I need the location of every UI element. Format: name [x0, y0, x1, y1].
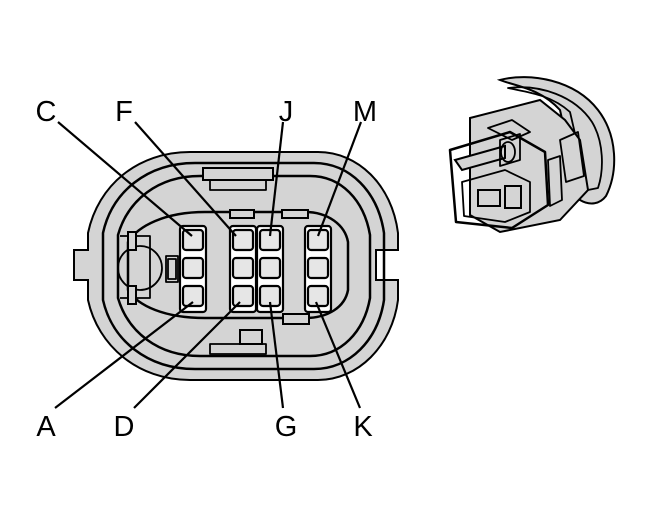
- bottom-tab: [239, 329, 263, 345]
- leader-j: [268, 121, 285, 237]
- front-lock-b: [504, 185, 522, 209]
- connector-face-view: C F J M A D G K: [36, 96, 399, 443]
- polarizing-feature: [117, 231, 179, 305]
- flange-inner: [507, 86, 603, 191]
- terminal-cavity-cell: [306, 284, 330, 308]
- front-lock-a: [477, 189, 501, 207]
- side-rib: [547, 155, 563, 207]
- bottom-key: [282, 313, 310, 325]
- terminal-cavity-cell: [231, 256, 255, 280]
- terminal-cavity-cell: [181, 256, 205, 280]
- connector-perspective-view: [448, 76, 616, 234]
- pin-label-m: M: [353, 96, 377, 128]
- top-key-left: [229, 209, 255, 219]
- inner-ring-2: [116, 174, 372, 358]
- terminal-cavity-cell: [306, 256, 330, 280]
- pin-label-a: A: [36, 411, 56, 443]
- latch-hole: [500, 141, 516, 163]
- leader-m: [316, 121, 363, 237]
- front-slot: [461, 169, 531, 223]
- top-latch-left-inner: [209, 179, 267, 191]
- terminal-cavity-cell: [231, 284, 255, 308]
- front-face: [448, 130, 550, 230]
- leader-k: [314, 301, 362, 409]
- inner-ring: [101, 161, 386, 371]
- terminal-grid: [178, 224, 333, 314]
- leader-g: [268, 301, 285, 409]
- top-key-right: [281, 209, 309, 219]
- leader-d: [133, 301, 241, 409]
- leader-a: [54, 301, 194, 409]
- terminal-cavity-cell: [306, 228, 330, 252]
- top-latch-left: [202, 167, 274, 181]
- leader-f: [134, 121, 237, 237]
- terminal-cavity-cell: [181, 284, 205, 308]
- latch-ridge: [487, 119, 531, 141]
- pin-label-d: D: [114, 411, 135, 443]
- terminal-cavity-cell: [231, 228, 255, 252]
- terminal-cavity: [126, 210, 350, 320]
- leader-lines: [54, 121, 363, 409]
- leader-c: [57, 121, 193, 237]
- side-rib-2: [559, 131, 585, 183]
- pin-label-g: G: [275, 411, 298, 443]
- latch-ridge-2: [499, 133, 521, 167]
- pin-label-k: K: [353, 411, 373, 443]
- pin-label-c: C: [36, 96, 57, 128]
- bottom-latch: [209, 343, 267, 355]
- front-shroud: [453, 144, 506, 172]
- terminal-cavity-cell: [258, 256, 282, 280]
- terminal-cavity-cell: [181, 228, 205, 252]
- pin-label-j: J: [279, 96, 294, 128]
- pin-label-f: F: [115, 96, 133, 128]
